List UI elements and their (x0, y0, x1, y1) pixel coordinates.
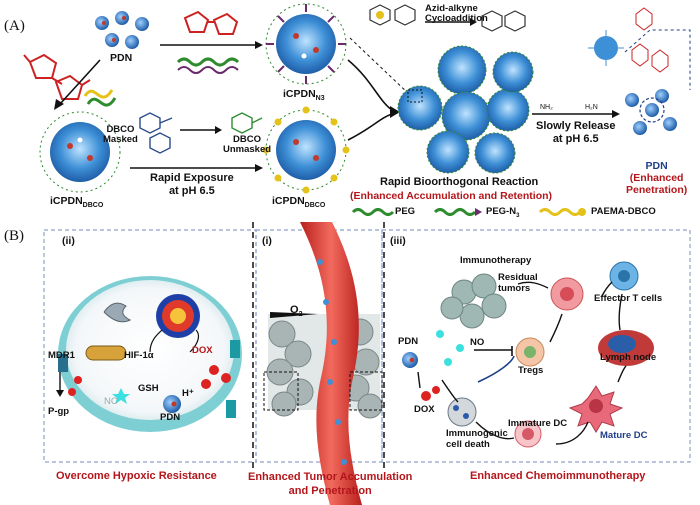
o2-label: O2 (290, 304, 302, 318)
effector-label: Effector T cells (594, 293, 663, 304)
o2-text: O (290, 304, 299, 316)
panel-b-tag: (B) (4, 228, 24, 244)
residual-tumors-label: Residual tumors (498, 272, 538, 294)
rapid-exposure-line1: Rapid Exposure (150, 172, 234, 184)
icpdn-dbco-left-main: iCPDN (50, 195, 83, 207)
dbco-molecule (369, 4, 416, 26)
icpdn-n3-sub: N3 (315, 95, 325, 103)
gsh-label: GSH (138, 383, 159, 394)
o2-sub: 2 (298, 311, 303, 319)
immunogenic-line1: Immunogenic (446, 428, 508, 439)
dbco-masked-molecule (139, 112, 173, 154)
panel-a-graphics (23, 3, 691, 216)
icpdn-n3-main: iCPDN (283, 88, 316, 100)
slow-release-line2: at pH 6.5 (552, 133, 599, 145)
no-ii-label: NO (104, 396, 119, 407)
sub-iii-label: (iii) (390, 235, 406, 247)
slow-release-label: Slowly Release at pH 6.5 (536, 120, 616, 146)
epr-label: (Enhanced Accumulation and Retention) (350, 190, 553, 202)
dbco-masked-label: DBCO Masked (103, 125, 138, 145)
dbco-masked-line2: Masked (103, 134, 138, 145)
hif-label: HIF-1α (124, 350, 154, 361)
nanoparticle-cluster (397, 45, 534, 174)
nh2-left-label: NH₂ (540, 104, 553, 111)
no-iii-label: NO (470, 337, 485, 348)
icpdn-dbco-left-particle (39, 111, 121, 193)
immunogenic-line2: cell death (446, 439, 490, 450)
pdn-label: PDN (110, 52, 133, 64)
blood-vessel-scene (263, 222, 383, 505)
dbco-unmasked-molecule (231, 112, 263, 134)
caption-i-line1: Enhanced Tumor Accumulation (248, 471, 413, 483)
released-pdn (625, 89, 677, 135)
legend-peg-n3-sub: 3 (516, 212, 520, 219)
linker-molecule-top (183, 10, 239, 35)
pdn-enhanced-line3: Penetration) (626, 184, 688, 196)
legend-peg-n3-text: PEG-N (486, 206, 517, 217)
icpdn-dbco-right-particle (262, 106, 350, 194)
pdn-ii-label: PDN (160, 412, 181, 423)
bioorthogonal-label: Rapid Bioorthogonal Reaction (380, 176, 539, 188)
slow-release-line1: Slowly Release (536, 120, 616, 132)
caption-iii: Enhanced Chemoimmunotherapy (470, 470, 646, 482)
cycloaddition-label: Azid-alkyne Cycloaddition (425, 4, 488, 24)
pdn-dots-cluster (95, 11, 149, 49)
pdn-structure-inset (588, 7, 691, 90)
pdn-enhanced-line1: PDN (645, 160, 668, 172)
dbco-unmasked-line1: DBCO (233, 134, 262, 145)
rapid-exposure-line2: at pH 6.5 (168, 185, 215, 197)
tregs-label: Tregs (518, 365, 544, 376)
caption-ii: Overcome Hypoxic Resistance (56, 470, 217, 482)
immature-label: Immature DC (508, 418, 568, 429)
nh2-right-label: H₂N (585, 104, 598, 111)
icpdn-dbco-right-label: iCPDNDBCO (272, 195, 325, 209)
panel-b-graphics (43, 222, 691, 505)
dox-ii-label: DOX (192, 345, 213, 356)
icpdn-dbco-left-sub: DBCO (82, 202, 104, 210)
dbco-unmasked-label: DBCO Unmasked (223, 135, 271, 155)
sub-i-label: (i) (262, 235, 272, 247)
rapid-exposure-label: Rapid Exposure at pH 6.5 (150, 172, 234, 198)
legend-peg: PEG (395, 206, 416, 217)
icpdn-n3-label: iCPDNN3 (283, 88, 325, 102)
linker-molecule-left (23, 53, 91, 100)
icpdn-n3-particle (265, 3, 347, 85)
legend-paema: PAEMA-DBCO (591, 206, 656, 217)
caption-i: Enhanced Tumor Accumulation and Penetrat… (248, 470, 412, 498)
immunogenic-label: Immunogenic cell death (446, 428, 508, 450)
lymph-label: Lymph node (600, 352, 657, 363)
icpdn-dbco-right-main: iCPDN (272, 195, 305, 207)
icpdn-dbco-right-sub: DBCO (304, 202, 326, 210)
residual-line1: Residual (498, 272, 538, 283)
caption-i-line2: and Penetration (288, 485, 372, 497)
immunotherapy-label: Immunotherapy (460, 255, 532, 266)
pgp-label: P-gp (48, 406, 70, 417)
legend-peg-n3: PEG-N3 (486, 206, 519, 219)
chemoimmunotherapy-scene (402, 261, 654, 448)
icpdn-dbco-left-label: iCPDNDBCO (50, 195, 103, 209)
panel-a-tag: (A) (4, 18, 25, 34)
pdn-iii-label: PDN (398, 336, 419, 347)
pdn-enhanced-label: PDN (Enhanced Penetration) (626, 160, 687, 196)
residual-line2: tumors (498, 283, 531, 294)
h-plus-label: H⁺ (182, 388, 194, 399)
sub-ii-label: (ii) (62, 235, 75, 247)
mature-label: Mature DC (600, 430, 648, 441)
cycloaddition-line2: Cycloaddition (425, 13, 488, 24)
pdn-enhanced-line2: (Enhanced (629, 172, 684, 184)
dbco-masked-line1: DBCO (106, 124, 135, 135)
tumor-cell (56, 276, 242, 432)
mdr1-label: MDR1 (48, 350, 75, 361)
dox-iii-label: DOX (414, 404, 435, 415)
dbco-unmasked-line2: Unmasked (223, 144, 272, 155)
cycloaddition-line1: Azid-alkyne (425, 3, 478, 14)
